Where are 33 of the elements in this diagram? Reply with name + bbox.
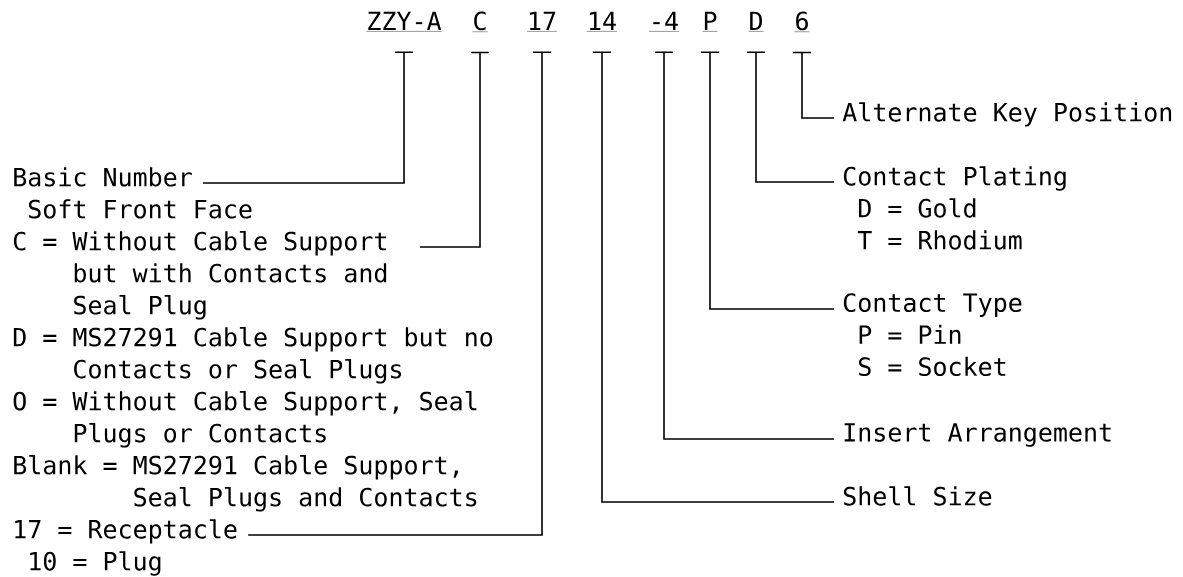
description-text: Blank = MS27291 Cable Support, Seal Plugs and Contacts — [14, 455, 477, 512]
code-segment: 14 — [586, 11, 618, 32]
description-text: Basic Number — [14, 167, 192, 187]
description-text: 17 = Receptacle — [15, 519, 237, 544]
description-text: Contact Type — [843, 293, 1022, 317]
leader-line — [202, 51, 414, 184]
code-segment: 17 — [526, 11, 558, 32]
description-text: D = Gold — [858, 198, 976, 218]
code-segment: D — [748, 11, 764, 32]
description-text: Contact Plating — [843, 166, 1066, 191]
description-text: T = Rhodium — [857, 230, 1022, 250]
description-text: 10 = Plug — [30, 551, 161, 576]
code-segment: -4 — [648, 11, 680, 32]
description-text: Insert Arrangement — [844, 423, 1111, 447]
description-text: D = MS27291 Cable Support but no Contacts or Seal Plugs — [13, 327, 493, 384]
leader-line — [592, 51, 835, 503]
leader-line — [700, 51, 835, 310]
code-segment: C — [472, 11, 488, 32]
description-text: S = Socket — [858, 356, 1006, 377]
code-segment: ZZY-A — [366, 11, 442, 32]
description-text: Shell Size — [843, 486, 992, 506]
leader-line — [654, 51, 835, 440]
leader-line — [419, 51, 490, 248]
description-text: P = Pin — [859, 324, 961, 344]
description-text: Soft Front Face — [28, 199, 252, 219]
description-text: C = Without Cable Support but with Contacts and Seal Plug — [13, 231, 387, 320]
leader-line — [792, 51, 835, 119]
code-segment: P — [702, 11, 718, 32]
code-segment: 6 — [794, 11, 810, 32]
leader-line — [247, 51, 552, 536]
description-text: Alternate Key Position — [842, 102, 1172, 127]
description-text: O = Without Cable Support, Seal Plugs or Contacts — [13, 391, 477, 448]
leader-line — [746, 51, 835, 183]
